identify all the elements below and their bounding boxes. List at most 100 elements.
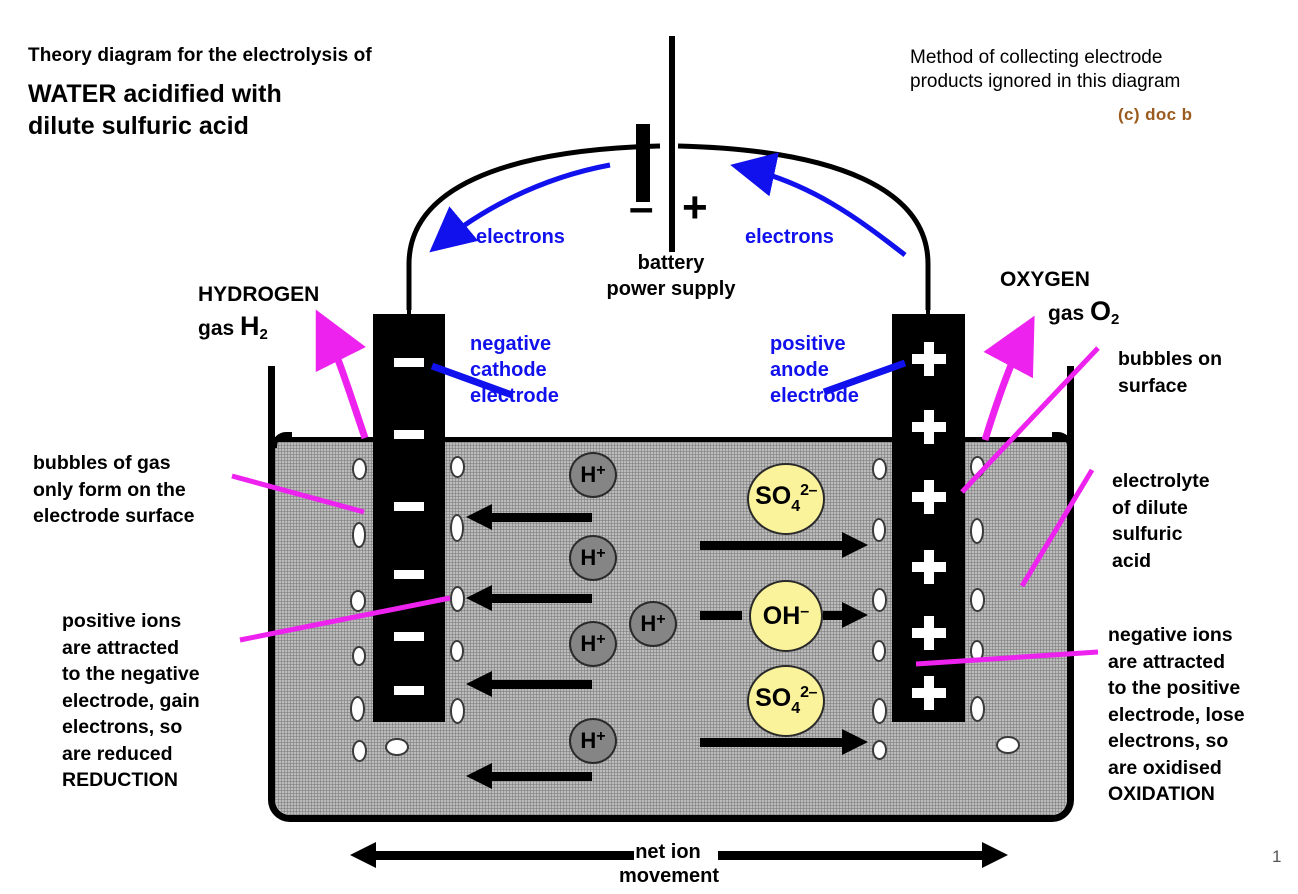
cathode-minus-3 (394, 502, 424, 511)
sulfate-ion: SO42– (747, 665, 825, 737)
ion-flow-arrow-right (700, 729, 868, 755)
anode-electrode[interactable] (892, 314, 965, 722)
cathode-label-line2: cathode (470, 359, 547, 381)
bubble (352, 458, 367, 480)
anode-plus-4 (911, 550, 946, 584)
hydrogen-ion: H+ (629, 601, 677, 647)
bubble (970, 696, 985, 722)
hydrogen-gas-formula: gas H2 (198, 311, 268, 344)
hydrogen-ion-label: H+ (640, 611, 666, 637)
annotation-bubbles-surface: bubbles on surface (1118, 348, 1222, 397)
page-title-line2: WATER acidified with (28, 80, 282, 108)
arrow-shaft (718, 851, 984, 860)
bubble (970, 456, 985, 478)
meniscus-left (272, 432, 292, 448)
arrow-shaft (700, 738, 844, 747)
battery-label-line1: battery (637, 252, 705, 274)
battery-label-line2: power supply (606, 278, 736, 300)
ion-flow-arrow-left (466, 671, 592, 697)
anode-label-line1: positive (770, 333, 846, 355)
bubble (970, 518, 984, 544)
sulfate-ion: SO42– (747, 463, 825, 535)
beaker-vessel (268, 366, 1074, 822)
cathode-label-line1: negative (470, 333, 552, 355)
cathode-minus-5 (394, 632, 424, 641)
sulfate-ion-label: SO42– (755, 683, 817, 717)
bubble (970, 640, 984, 662)
anode-label-line3: electrode (770, 385, 859, 407)
method-note-line2: products ignored in this diagram (910, 71, 1181, 92)
method-note-line1: Method of collecting electrode (910, 47, 1163, 68)
anode-plus-6 (911, 676, 946, 710)
bubble (352, 646, 366, 666)
arrow-head-left (466, 763, 492, 789)
hydrogen-ion-label: H+ (580, 462, 606, 488)
battery-negative-sign: – (629, 183, 654, 232)
arrow-shaft (823, 611, 845, 620)
bubble (450, 586, 465, 612)
bubble (450, 456, 465, 478)
bubble (996, 736, 1020, 754)
annotation-negative-ions: negative ions are attracted to the posit… (1108, 624, 1245, 806)
bubble (385, 738, 409, 756)
bubble (970, 588, 985, 612)
copyright-credit: (c) doc b (1118, 105, 1193, 124)
arrow-shaft (490, 513, 592, 522)
net-ion-label-line1: net ion (635, 841, 701, 863)
hydrogen-ion: H+ (569, 535, 617, 581)
ion-flow-arrow-right (700, 611, 742, 620)
arrow-shaft (490, 594, 592, 603)
bubble (872, 518, 886, 542)
arrow-shaft (700, 541, 844, 550)
sulfate-ion-label: SO42– (755, 481, 817, 515)
bubble (450, 640, 464, 662)
cathode-label-line3: electrode (470, 385, 559, 407)
anode-label-line2: anode (770, 359, 829, 381)
bubble (872, 640, 886, 662)
bubble (872, 698, 887, 724)
cathode-minus-6 (394, 686, 424, 695)
arrow-head-left (350, 842, 376, 868)
hydrogen-ion-label: H+ (580, 545, 606, 571)
bubble (350, 590, 366, 612)
ion-flow-arrow-left (466, 763, 592, 789)
bubble (450, 698, 465, 724)
net-ion-arrow-right (718, 842, 1008, 868)
arrow-head-left (466, 671, 492, 697)
hydrogen-ion-label: H+ (580, 631, 606, 657)
cathode-electrode[interactable] (373, 314, 445, 722)
ion-flow-arrow-right (700, 532, 868, 558)
bubble (350, 696, 365, 722)
bubble (872, 458, 887, 480)
arrow-head-right (842, 602, 868, 628)
ion-flow-arrow-left (466, 504, 592, 530)
hydrogen-ion: H+ (569, 718, 617, 764)
cathode-minus-1 (394, 358, 424, 367)
battery-long-plate (669, 36, 675, 252)
battery-symbol (636, 36, 677, 252)
anode-plus-5 (911, 616, 946, 650)
anode-plus-1 (911, 342, 946, 376)
anode-plus-3 (911, 480, 946, 514)
hydrogen-gas-name: HYDROGEN (198, 283, 320, 306)
bubble (872, 588, 887, 612)
net-ion-arrow-left (350, 842, 634, 868)
electrons-label-left: electrons (476, 226, 565, 248)
hydroxide-ion: OH– (749, 580, 823, 652)
bubble (872, 740, 887, 760)
annotation-positive-ions: positive ions are attracted to the negat… (62, 610, 200, 792)
arrow-shaft (700, 611, 742, 620)
ion-flow-arrow-right (823, 602, 868, 628)
ion-flow-arrow-left (466, 585, 592, 611)
hydrogen-ion: H+ (569, 621, 617, 667)
page-number: 1 (1272, 847, 1282, 866)
cathode-minus-4 (394, 570, 424, 579)
arrow-head-left (466, 585, 492, 611)
arrow-head-right (842, 532, 868, 558)
oxygen-gas-formula: gas O2 (1048, 296, 1120, 329)
electrons-label-right: electrons (745, 226, 834, 248)
bubble (450, 514, 464, 542)
cathode-minus-2 (394, 430, 424, 439)
battery-positive-sign: + (682, 183, 708, 232)
